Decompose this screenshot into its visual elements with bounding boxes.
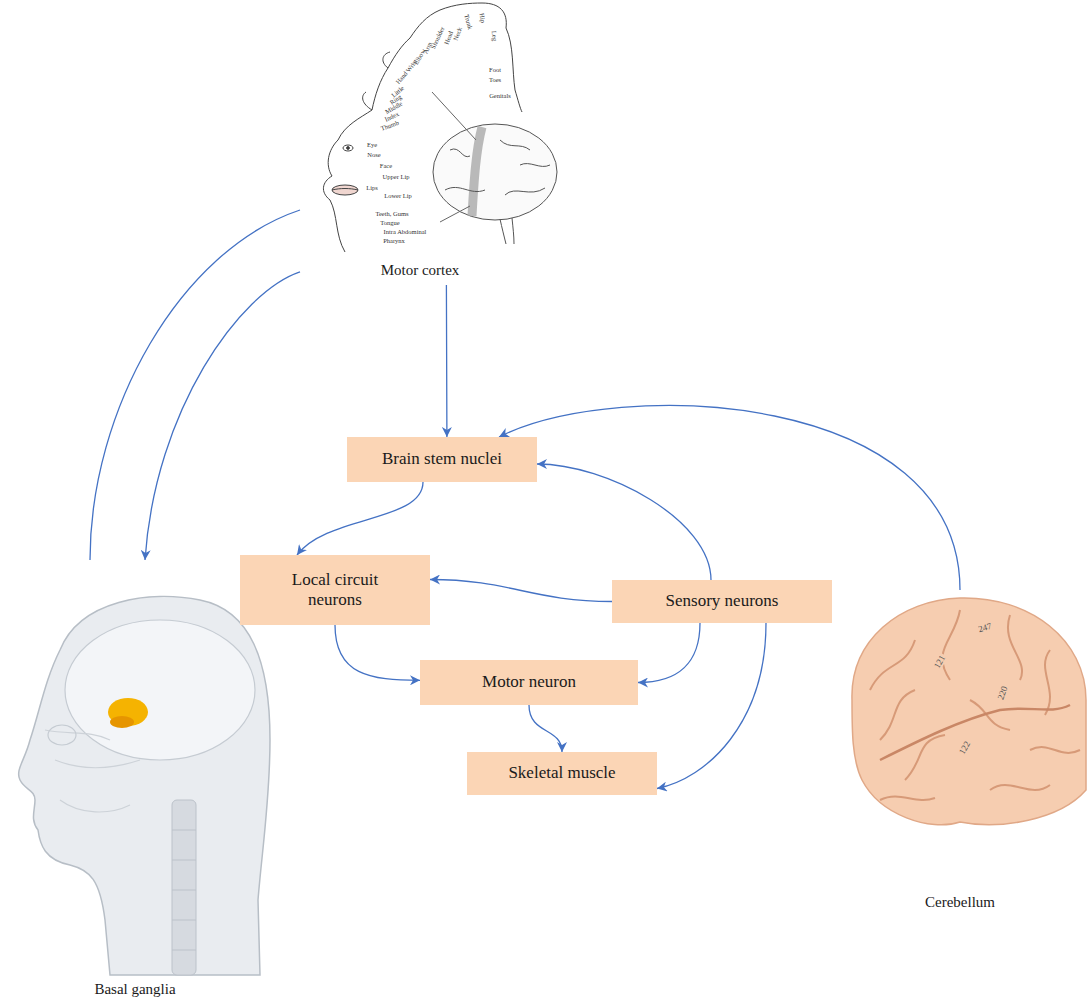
homunculus-label: Shoulder (430, 26, 446, 50)
connector-arrow (335, 625, 420, 680)
process-box: Brain stem nuclei (347, 437, 537, 482)
homunculus-label: Thumb (380, 120, 400, 133)
brain-model-gyri (870, 610, 1080, 800)
connector-arrow (430, 580, 612, 602)
box-label: Local circuit neurons (275, 570, 395, 611)
connector-arrow (499, 406, 960, 590)
homunculus-label: Trunk (463, 14, 473, 31)
leader-line (432, 92, 476, 222)
homunculus-hand (363, 52, 390, 110)
homunculus-lips-line (332, 189, 358, 191)
connector-arrow (145, 272, 300, 560)
brain-model-body (852, 598, 1086, 825)
homunculus-label: Hand (395, 71, 409, 86)
homunculus-eye (343, 145, 353, 151)
homunculus-label: Lips (366, 185, 378, 192)
connector-arrow (446, 285, 448, 437)
connector-arrow (537, 464, 711, 580)
brain-model (852, 598, 1086, 825)
figure-node: Motor cortex (300, 0, 540, 285)
homunculus-label: Leg (490, 31, 497, 42)
callout-number: 121 (932, 653, 948, 671)
homunculus-pupil (347, 147, 350, 150)
homunculus-lips (332, 185, 358, 195)
box-label: Sensory neurons (666, 591, 779, 611)
connector-arrow (90, 210, 300, 560)
motor-strip (472, 127, 482, 216)
callout-number: 220 (996, 684, 1010, 702)
skull-lines (45, 730, 140, 812)
callout-number: 247 (976, 622, 993, 635)
figure-caption: Basal ganglia (94, 980, 175, 998)
homunculus-label: Pharynx (383, 238, 405, 245)
brain-sulcus (445, 140, 550, 195)
homunculus-label: Intra Abdominal (384, 229, 427, 236)
homunculus-label: Foot (489, 67, 501, 74)
process-box: Local circuit neurons (240, 555, 430, 625)
brain-outline (433, 124, 557, 220)
homunculus-label: Lower Lip (384, 193, 412, 200)
homunculus-label: Eye (367, 142, 377, 149)
homunculus-label: Wrist (405, 58, 418, 73)
homunculus-label: Teeth, Gums (375, 211, 408, 218)
box-label: Motor neuron (482, 672, 576, 692)
homunculus-label: Neck (453, 26, 464, 41)
figure-caption: Cerebellum (925, 893, 995, 911)
head-figure (19, 597, 270, 975)
homunculus-label: Nose (367, 152, 380, 159)
brain-stem (500, 218, 514, 244)
eye-socket (48, 725, 76, 745)
brain-model-sylvian (880, 705, 1070, 760)
process-box: Skeletal muscle (467, 752, 657, 795)
box-label: Skeletal muscle (508, 763, 615, 783)
homunculus-label: Genitals (489, 93, 511, 100)
homunculus-label: Toes (489, 77, 501, 84)
connector-arrow (657, 623, 766, 789)
brain-sketch (432, 92, 557, 244)
box-label: Brain stem nuclei (382, 449, 502, 469)
callout-number: 122 (957, 739, 973, 757)
basal-ganglia-structure (110, 716, 134, 728)
spine (172, 800, 196, 975)
vertebra-lines (172, 830, 196, 950)
homunculus-label: Hip (478, 13, 486, 24)
figure-node: Basal ganglia (10, 560, 260, 1004)
process-box: Motor neuron (420, 660, 638, 705)
homunculus-label: Face (380, 163, 392, 170)
connector-arrow (529, 705, 562, 752)
figure-caption: Motor cortex (381, 261, 460, 279)
homunculus-label: Tongue (380, 220, 399, 227)
process-box: Sensory neurons (612, 580, 832, 623)
connector-arrow (638, 623, 700, 683)
brain-outline (65, 620, 255, 760)
head-outline (19, 597, 270, 975)
connector-arrow (297, 482, 423, 555)
homunculus-label: Upper Lip (383, 174, 410, 181)
